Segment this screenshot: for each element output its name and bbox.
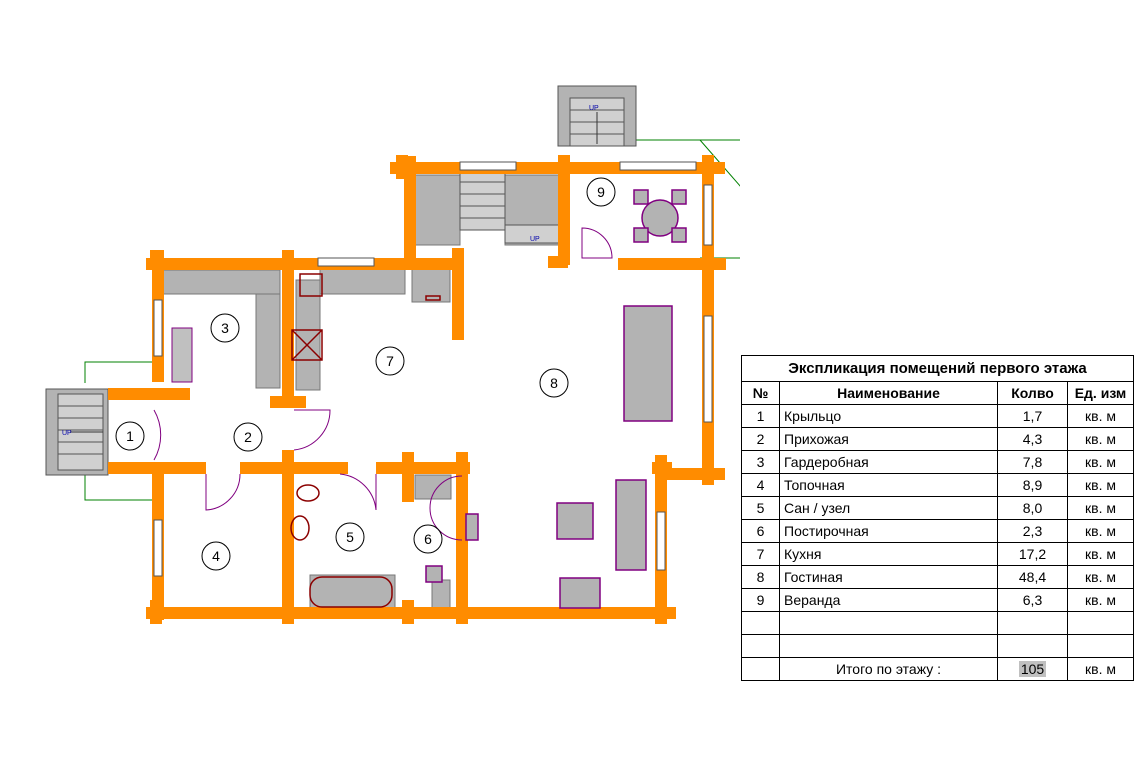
walls bbox=[108, 155, 726, 624]
total-label: Итого по этажу : bbox=[779, 657, 998, 681]
header-name: Наименование bbox=[779, 381, 998, 405]
svg-text:8: 8 bbox=[550, 375, 558, 391]
row-qty: 48,4 bbox=[997, 565, 1068, 589]
header-unit: Ед. изм bbox=[1067, 381, 1134, 405]
table-empty-row bbox=[741, 634, 1134, 658]
room-labels: 1 2 3 4 5 6 7 8 bbox=[115, 177, 616, 571]
table-total-row: Итого по этажу : 105 кв. м bbox=[741, 657, 1134, 681]
interior-stair: UP bbox=[459, 169, 561, 244]
row-unit: кв. м bbox=[1067, 450, 1134, 474]
total-value: 105 bbox=[1018, 661, 1047, 677]
row-qty: 17,2 bbox=[997, 542, 1068, 566]
table-row: 2 Прихожая 4,3 кв. м bbox=[741, 427, 1134, 451]
row-name: Гардеробная bbox=[779, 450, 998, 474]
row-qty: 8,0 bbox=[997, 496, 1068, 520]
row-num: 2 bbox=[741, 427, 780, 451]
svg-text:3: 3 bbox=[221, 320, 229, 336]
table-row: 5 Сан / узел 8,0 кв. м bbox=[741, 496, 1134, 520]
svg-text:9: 9 bbox=[597, 184, 605, 200]
header-num: № bbox=[741, 381, 780, 405]
row-qty: 2,3 bbox=[997, 519, 1068, 543]
svg-text:6: 6 bbox=[424, 531, 432, 547]
floor-plan: UP UP UP bbox=[45, 85, 740, 624]
furniture bbox=[425, 189, 687, 609]
veranda-stair-up-label: UP bbox=[589, 105, 599, 112]
table-row: 4 Топочная 8,9 кв. м bbox=[741, 473, 1134, 497]
row-num: 5 bbox=[741, 496, 780, 520]
table-row: 6 Постирочная 2,3 кв. м bbox=[741, 519, 1134, 543]
row-qty: 8,9 bbox=[997, 473, 1068, 497]
row-name: Постирочная bbox=[779, 519, 998, 543]
room-6-label: 6 bbox=[413, 524, 443, 554]
svg-text:7: 7 bbox=[386, 353, 394, 369]
room-9-label: 9 bbox=[586, 177, 616, 207]
row-name: Кухня bbox=[779, 542, 998, 566]
room-1-label: 1 bbox=[115, 421, 145, 451]
row-qty: 4,3 bbox=[997, 427, 1068, 451]
row-name: Веранда bbox=[779, 588, 998, 612]
storage-rack bbox=[171, 327, 193, 383]
room-5-label: 5 bbox=[335, 522, 365, 552]
row-unit: кв. м bbox=[1067, 542, 1134, 566]
row-name: Топочная bbox=[779, 473, 998, 497]
table-title-row: Экспликация помещений первого этажа bbox=[741, 355, 1134, 382]
table-row: 1 Крыльцо 1,7 кв. м bbox=[741, 404, 1134, 428]
row-num: 4 bbox=[741, 473, 780, 497]
row-unit: кв. м bbox=[1067, 588, 1134, 612]
fixtures bbox=[290, 273, 441, 608]
row-qty: 6,3 bbox=[997, 588, 1068, 612]
table-header-row: № Наименование Колво Ед. изм bbox=[741, 381, 1134, 405]
stair-up-label: UP bbox=[62, 430, 72, 437]
row-num: 9 bbox=[741, 588, 780, 612]
table-row: 7 Кухня 17,2 кв. м bbox=[741, 542, 1134, 566]
svg-text:5: 5 bbox=[346, 529, 354, 545]
row-num: 8 bbox=[741, 565, 780, 589]
svg-text:1: 1 bbox=[126, 428, 134, 444]
doors bbox=[153, 227, 613, 541]
room-7-label: 7 bbox=[375, 346, 405, 376]
room-4-label: 4 bbox=[201, 541, 231, 571]
table-row: 9 Веранда 6,3 кв. м bbox=[741, 588, 1134, 612]
total-unit: кв. м bbox=[1067, 657, 1134, 681]
row-unit: кв. м bbox=[1067, 565, 1134, 589]
windows bbox=[153, 161, 713, 577]
header-qty: Колво bbox=[997, 381, 1068, 405]
explication-table: Экспликация помещений первого этажа № На… bbox=[741, 355, 1134, 681]
room-8-label: 8 bbox=[539, 368, 569, 398]
row-name: Сан / узел bbox=[779, 496, 998, 520]
row-unit: кв. м bbox=[1067, 473, 1134, 497]
porch-stair: UP bbox=[45, 388, 109, 476]
row-unit: кв. м bbox=[1067, 519, 1134, 543]
table-row: 3 Гардеробная 7,8 кв. м bbox=[741, 450, 1134, 474]
veranda-stair: UP bbox=[557, 85, 637, 147]
row-qty: 1,7 bbox=[997, 404, 1068, 428]
room-3-label: 3 bbox=[210, 313, 240, 343]
row-num: 1 bbox=[741, 404, 780, 428]
row-qty: 7,8 bbox=[997, 450, 1068, 474]
row-unit: кв. м bbox=[1067, 427, 1134, 451]
row-name: Прихожая bbox=[779, 427, 998, 451]
row-num: 6 bbox=[741, 519, 780, 543]
row-name: Гостиная bbox=[779, 565, 998, 589]
table-empty-row bbox=[741, 611, 1134, 635]
table-row: 8 Гостиная 48,4 кв. м bbox=[741, 565, 1134, 589]
interior-stair-up-label: UP bbox=[530, 236, 540, 243]
row-num: 3 bbox=[741, 450, 780, 474]
row-unit: кв. м bbox=[1067, 496, 1134, 520]
table-title: Экспликация помещений первого этажа bbox=[741, 355, 1134, 382]
row-num: 7 bbox=[741, 542, 780, 566]
svg-text:4: 4 bbox=[212, 548, 220, 564]
room-2-label: 2 bbox=[233, 422, 263, 452]
row-unit: кв. м bbox=[1067, 404, 1134, 428]
row-name: Крыльцо bbox=[779, 404, 998, 428]
svg-text:2: 2 bbox=[244, 429, 252, 445]
